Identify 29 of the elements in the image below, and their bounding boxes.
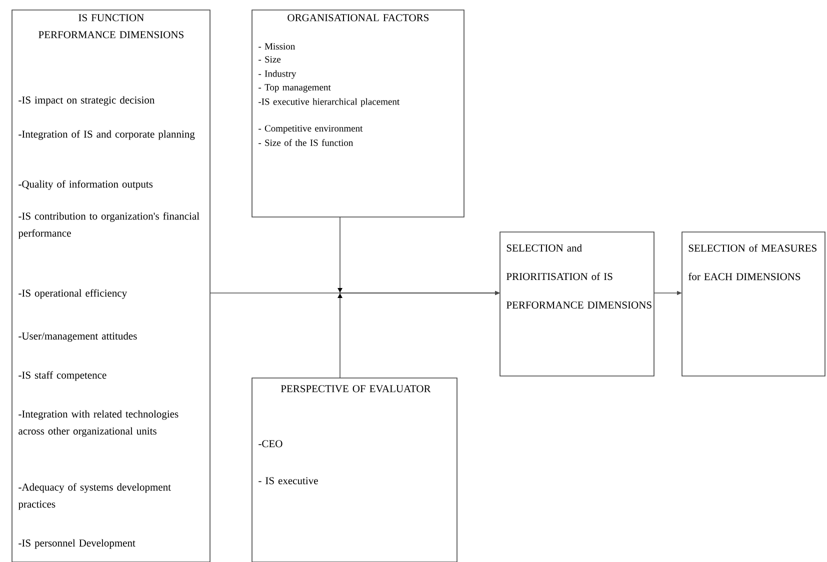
- box-text: -IS personnel Development: [18, 539, 136, 549]
- text-box: [252, 10, 464, 218]
- box-text: -IS staff competence: [18, 371, 106, 381]
- text-box: [12, 10, 210, 562]
- heading: IS FUNCTION PERFORMANCE DIMENSIONS: [38, 14, 184, 38]
- box-text: -IS operational efficiency: [18, 289, 128, 299]
- text-box: [682, 232, 826, 376]
- box-text: - Industry: [258, 70, 296, 79]
- box-text: - IS executive: [258, 477, 318, 484]
- box-text: -Integration of IS and corporate planning: [18, 130, 195, 140]
- text-box: [500, 232, 654, 376]
- box-text: -Quality of information outputs: [18, 180, 153, 190]
- box-text: -CEO: [258, 440, 282, 448]
- text-box: [252, 378, 458, 562]
- heading: ORGANISATIONAL FACTORS: [288, 14, 429, 22]
- box-text: SELECTION and PRIORITISATION of IS PERFORMANCE DIMENSIONS: [506, 244, 652, 309]
- box-text: -IS contribution to organization's financial performance: [18, 212, 200, 239]
- box-text: - Size of the IS function: [258, 139, 354, 146]
- box-text: - Top management: [258, 84, 331, 92]
- heading: PERSPECTIVE OF EVALUATOR: [280, 385, 431, 392]
- box-text: -IS impact on strategic decision: [18, 96, 155, 106]
- box-text: - Competitive environment: [258, 125, 363, 134]
- box-text: -IS executive hierarchical placement: [258, 98, 400, 107]
- box-text: SELECTION of MEASURES for EACH DIMENSIONS: [688, 244, 816, 280]
- box-text: - Size: [258, 56, 281, 63]
- box-text: -User/management attitudes: [18, 332, 137, 342]
- box-text: - Mission: [258, 43, 296, 50]
- box-text: -Adequacy of systems development practices: [18, 483, 171, 510]
- box-text: -Integration with related technologies across other organizational units: [18, 410, 178, 437]
